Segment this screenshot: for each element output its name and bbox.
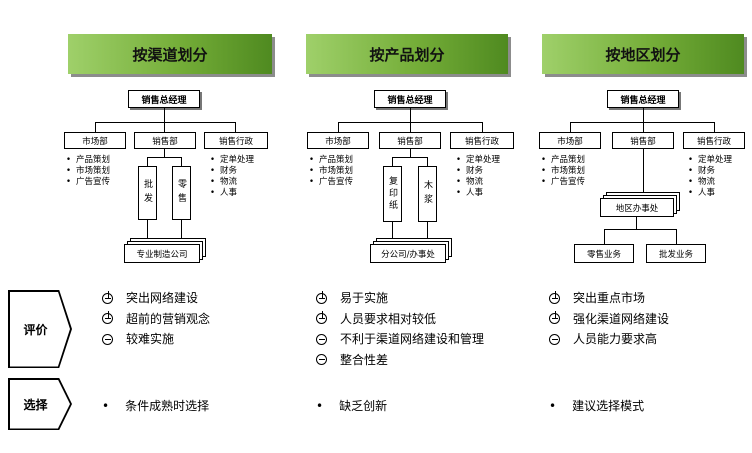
list-item: 产品策划 [309, 155, 353, 166]
plus-icon [549, 290, 560, 304]
list-item: 强化渠道网络建设 [549, 309, 669, 330]
list-item: 财务 [688, 166, 732, 177]
evaluation-list-channel: 突出网络建设 超前的营销观念 较难实施 [102, 288, 210, 350]
panel-title-product: 按产品划分 [306, 34, 508, 74]
list-item: 人事 [456, 188, 500, 199]
list-item: 人员要求相对较低 [316, 309, 484, 330]
list-item: 市场策划 [309, 166, 353, 177]
list-item: 人事 [210, 188, 254, 199]
evaluation-list-region: 突出重点市场 强化渠道网络建设 人员能力要求高 [549, 288, 669, 350]
marketing-dept-box: 市场部 [64, 132, 126, 149]
minus-icon [316, 354, 327, 366]
minus-icon [549, 333, 560, 345]
marketing-dept-box: 市场部 [539, 132, 601, 149]
list-item: 财务 [456, 166, 500, 177]
sales-dept-box: 销售部 [134, 132, 196, 149]
general-manager-box: 销售总经理 [374, 90, 446, 108]
evaluation-list-product: 易于实施 人员要求相对较低 不利于渠道网络建设和管理 整合性差 [316, 288, 484, 370]
panel-title-region: 按地区划分 [542, 34, 744, 74]
retail-box: 零售 [172, 166, 191, 220]
panel-title-channel: 按渠道划分 [68, 34, 272, 74]
list-item: 较难实施 [102, 329, 210, 350]
wholesale-business-box: 批发业务 [646, 244, 706, 263]
wholesale-box: 批发 [138, 166, 157, 220]
choice-region: 建议选择模式 [549, 397, 644, 414]
regional-office-stack: 地区办事处 [600, 192, 680, 217]
general-manager-box: 销售总经理 [128, 90, 200, 108]
marketing-items: 产品策划 市场策划 广告宣传 [66, 155, 110, 188]
list-item: 市场策划 [66, 166, 110, 177]
manufacturer-stack: 专业制造公司 [124, 238, 206, 263]
plus-icon [316, 311, 327, 325]
list-item: 人事 [688, 188, 732, 199]
retail-business-box: 零售业务 [574, 244, 634, 263]
list-item: 突出重点市场 [549, 288, 669, 309]
sales-admin-box: 销售行政 [683, 132, 745, 149]
evaluation-label: 评价 [8, 290, 72, 368]
choice-product: 缺乏创新 [316, 397, 387, 414]
list-item: 物流 [456, 177, 500, 188]
list-item: 整合性差 [316, 350, 484, 371]
list-item: 定单处理 [456, 155, 500, 166]
plus-icon [102, 311, 113, 325]
marketing-dept-box: 市场部 [307, 132, 369, 149]
choice-label-text: 选择 [9, 379, 70, 429]
list-item: 物流 [210, 177, 254, 188]
wood-pulp-box: 木浆 [418, 166, 437, 222]
list-item: 突出网络建设 [102, 288, 210, 309]
sales-admin-box: 销售行政 [204, 132, 268, 149]
plus-icon [316, 290, 327, 304]
list-item: 广告宣传 [309, 177, 353, 188]
list-item: 财务 [210, 166, 254, 177]
marketing-items: 产品策划 市场策划 广告宣传 [541, 155, 585, 188]
branch-office-stack: 分公司/办事处 [370, 238, 452, 263]
choice-channel: 条件成熟时选择 [102, 397, 209, 414]
admin-items: 定单处理 财务 物流 人事 [688, 155, 732, 199]
list-item: 超前的营销观念 [102, 309, 210, 330]
list-item: 不利于渠道网络建设和管理 [316, 329, 484, 350]
sales-dept-box: 销售部 [612, 132, 674, 149]
minus-icon [102, 333, 113, 345]
list-item: 产品策划 [541, 155, 585, 166]
choice-label: 选择 [8, 378, 72, 430]
list-item: 广告宣传 [541, 177, 585, 188]
copy-paper-box: 复印纸 [383, 166, 402, 222]
list-item: 定单处理 [688, 155, 732, 166]
admin-items: 定单处理 财务 物流 人事 [456, 155, 500, 199]
list-item: 定单处理 [210, 155, 254, 166]
admin-items: 定单处理 财务 物流 人事 [210, 155, 254, 199]
marketing-items: 产品策划 市场策划 广告宣传 [309, 155, 353, 188]
list-item: 物流 [688, 177, 732, 188]
sales-dept-box: 销售部 [379, 132, 441, 149]
list-item: 广告宣传 [66, 177, 110, 188]
sales-admin-box: 销售行政 [450, 132, 514, 149]
general-manager-box: 销售总经理 [607, 90, 679, 108]
list-item: 产品策划 [66, 155, 110, 166]
list-item: 市场策划 [541, 166, 585, 177]
evaluation-label-text: 评价 [9, 291, 70, 367]
minus-icon [316, 333, 327, 345]
plus-icon [549, 311, 560, 325]
list-item: 人员能力要求高 [549, 329, 669, 350]
plus-icon [102, 290, 113, 304]
list-item: 易于实施 [316, 288, 484, 309]
